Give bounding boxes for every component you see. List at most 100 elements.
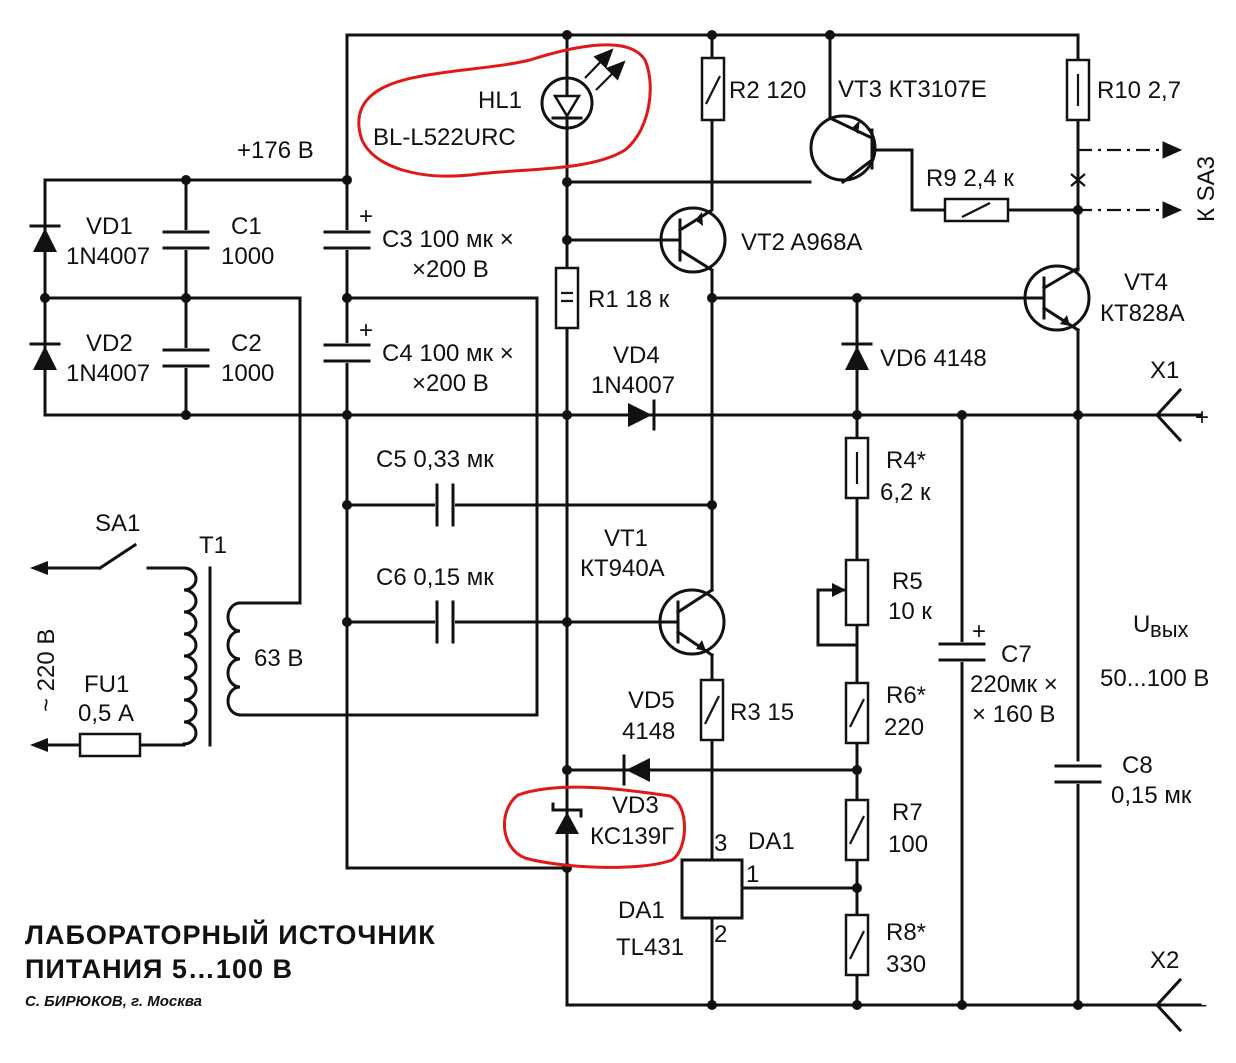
fu1-val: 0,5 А xyxy=(78,700,134,727)
c8-capacitor-symbol xyxy=(1054,764,1102,784)
r8-resistor-symbol xyxy=(844,913,870,977)
r10-label: R10 2,7 xyxy=(1097,77,1181,104)
r4-resistor-symbol xyxy=(844,436,870,500)
c2-name: C2 xyxy=(231,330,262,357)
mains-label: ~ 220 В xyxy=(33,629,60,712)
da1-ic-body xyxy=(680,858,744,920)
r2-label: R2 120 xyxy=(729,77,806,104)
c7-label-a: 220мк × xyxy=(970,671,1058,698)
supply-label: +176 В xyxy=(237,137,314,164)
title-line-2: ПИТАНИЯ 5…100 В xyxy=(25,954,293,984)
vd5-name: VD5 xyxy=(628,687,675,714)
r8-val: 330 xyxy=(886,951,926,978)
c1-name: C1 xyxy=(231,213,262,240)
r3-resistor-symbol xyxy=(699,678,725,742)
r6-name: R6* xyxy=(886,682,926,709)
c3-label-b: ×200 В xyxy=(412,256,489,283)
c7-name: C7 xyxy=(1001,641,1032,668)
x2-label: X2 xyxy=(1150,947,1179,974)
r1-resistor-symbol xyxy=(554,266,580,330)
c3-plus: + xyxy=(359,203,373,230)
vd4-name: VD4 xyxy=(613,342,660,369)
fu1-name: FU1 xyxy=(84,671,129,698)
uout-main: U xyxy=(1133,611,1150,638)
r8-name: R8* xyxy=(886,919,926,946)
c5-label: C5 0,33 мк xyxy=(376,446,494,473)
vd1-diode-symbol xyxy=(29,224,61,252)
r7-name: R7 xyxy=(892,799,923,826)
da1-name: DA1 xyxy=(618,897,665,924)
da1-top-label: DA1 xyxy=(748,828,795,855)
r7-resistor-symbol xyxy=(844,798,870,862)
junction-dots xyxy=(40,30,1083,1010)
x2-sign: – xyxy=(1193,991,1207,1018)
vd5-part: 4148 xyxy=(622,718,675,745)
r1-label: R1 18 к xyxy=(588,286,670,313)
c4-label-a: C4 100 мк × xyxy=(382,340,514,367)
c1-val: 1000 xyxy=(221,243,274,270)
sa1-label: SA1 xyxy=(95,510,140,537)
vt1-transistor-symbol xyxy=(658,587,726,658)
mains-arrows xyxy=(30,561,48,752)
r10-resistor-symbol xyxy=(1065,58,1091,122)
vd4-diode-symbol xyxy=(628,399,656,431)
author-credit: С. БИРЮКОВ, г. Москва xyxy=(25,993,202,1010)
cross-mark xyxy=(1070,173,1086,187)
sec-voltage-label: 63 В xyxy=(254,645,303,672)
vd6-label: VD6 4148 xyxy=(880,345,987,372)
vd4-part: 1N4007 xyxy=(591,372,675,399)
vt1-part: КТ940А xyxy=(580,555,665,582)
hl1-led-symbol xyxy=(540,48,626,130)
c4-label-b: ×200 В xyxy=(412,370,489,397)
c5-capacitor-symbol xyxy=(435,483,455,527)
vt4-part: КТ828А xyxy=(1100,300,1185,327)
x2-terminal xyxy=(1154,977,1183,1033)
x1-terminal xyxy=(1154,387,1183,443)
vd3-name: VD3 xyxy=(612,792,659,819)
pin1-label: 1 xyxy=(746,861,759,888)
r6-resistor-symbol xyxy=(844,681,870,745)
hl1-part: BL-L522URC xyxy=(373,124,516,151)
c7-label-b: × 160 В xyxy=(972,701,1055,728)
r9-resistor-symbol xyxy=(943,197,1010,223)
vd2-name: VD2 xyxy=(86,330,133,357)
vt2-label: VT2 A968A xyxy=(741,229,862,256)
fu1-fuse-symbol xyxy=(78,732,142,758)
c2-capacitor-symbol xyxy=(162,348,210,368)
r6-val: 220 xyxy=(884,714,924,741)
c8-name: C8 xyxy=(1122,752,1153,779)
da1-part: TL431 xyxy=(616,934,684,961)
r4-val: 6,2 к xyxy=(880,479,931,506)
vd1-part: 1N4007 xyxy=(66,243,150,270)
c3-label-a: C3 100 мк × xyxy=(382,226,514,253)
vt3-transistor-symbol xyxy=(809,114,882,185)
r5-val: 10 к xyxy=(888,598,932,625)
pin2-label: 2 xyxy=(714,921,727,948)
vd3-part: КС139Г xyxy=(590,823,674,850)
t1-label: T1 xyxy=(199,532,227,559)
vt4-transistor-symbol xyxy=(1023,264,1091,333)
c7-capacitor-symbol xyxy=(938,642,986,662)
vd1-name: VD1 xyxy=(86,213,133,240)
pin3-label: 3 xyxy=(714,830,727,857)
c6-capacitor-symbol xyxy=(435,600,455,644)
c3-capacitor-symbol xyxy=(323,230,371,250)
vd2-part: 1N4007 xyxy=(66,360,150,387)
title-line-1: ЛАБОРАТОРНЫЙ ИСТОЧНИК xyxy=(25,919,436,950)
t1-transformer-symbol xyxy=(182,566,242,747)
r5-name: R5 xyxy=(892,568,923,595)
vt3-label: VT3 КТ3107Е xyxy=(838,76,987,103)
vd2-diode-symbol xyxy=(29,342,61,370)
r7-val: 100 xyxy=(888,831,928,858)
vt4-name: VT4 xyxy=(1124,269,1168,296)
c2-val: 1000 xyxy=(221,360,274,387)
wires xyxy=(38,33,1202,1007)
vd3-highlight-loop xyxy=(503,785,686,869)
uout-range: 50...100 В xyxy=(1100,665,1209,692)
r9-label: R9 2,4 к xyxy=(926,165,1014,192)
vd3-zener-symbol xyxy=(551,802,583,834)
c4-plus: + xyxy=(359,317,373,344)
vd5-diode-symbol xyxy=(622,754,650,786)
ksa3-label: К SA3 xyxy=(1193,156,1220,222)
